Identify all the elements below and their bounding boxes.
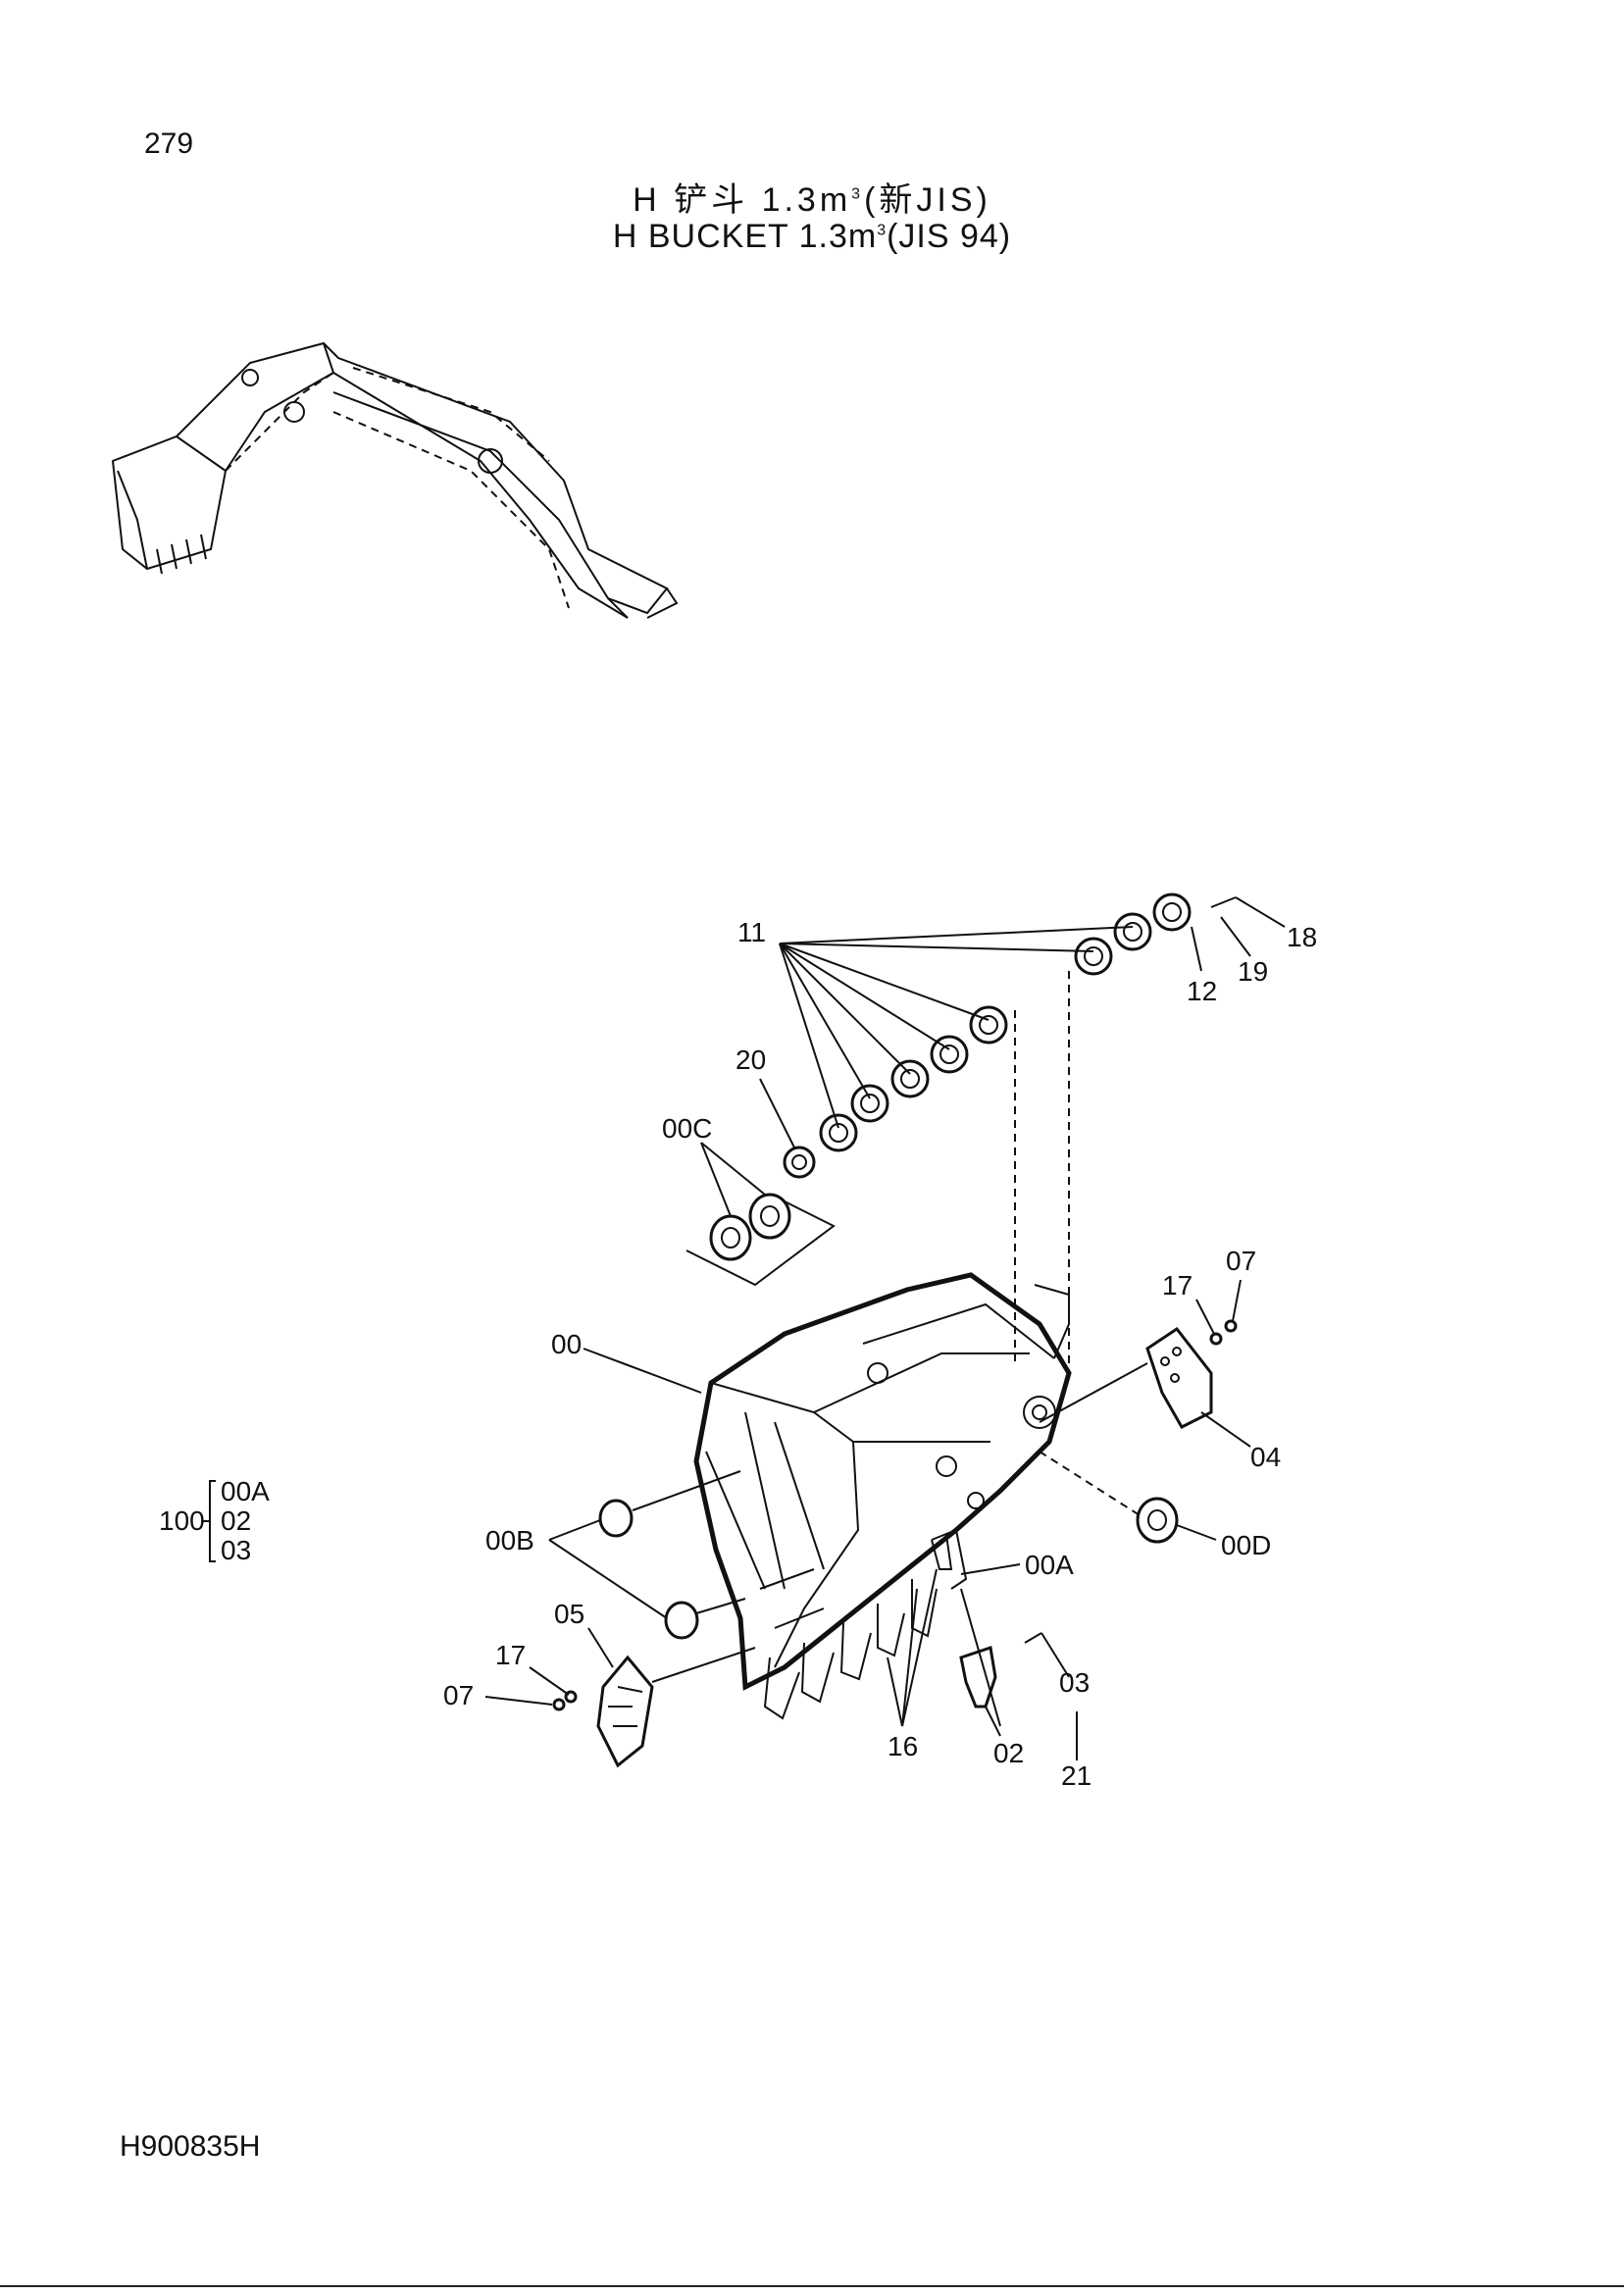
title-cn-tail: (新JIS) bbox=[864, 181, 991, 219]
dash-guides bbox=[1014, 971, 1148, 1521]
document-code: H900835H bbox=[120, 2130, 261, 2163]
bolt-17-07-left bbox=[484, 1666, 578, 1711]
bucket-body-00 bbox=[693, 1272, 1072, 1691]
spacer-20 bbox=[759, 1078, 816, 1179]
callout-17-left: 17 bbox=[495, 1640, 526, 1670]
pin-18-19 bbox=[1191, 896, 1286, 972]
bolt-17-07-right bbox=[1195, 1279, 1242, 1346]
callout-12: 12 bbox=[1187, 976, 1217, 1006]
title-en-superscript: 3 bbox=[877, 222, 888, 239]
callout-00: 00 bbox=[551, 1329, 582, 1359]
title-en-tail: (JIS 94) bbox=[887, 218, 1012, 255]
side-cutter-05 bbox=[587, 1627, 756, 1768]
callout-07-left: 07 bbox=[443, 1680, 474, 1710]
leader-lines-11 bbox=[779, 926, 1134, 1129]
page-number: 279 bbox=[144, 128, 194, 160]
bushing-00C bbox=[685, 1142, 836, 1287]
bushing-00D bbox=[1136, 1497, 1217, 1544]
title-cn-superscript: 3 bbox=[851, 185, 865, 203]
callout-05: 05 bbox=[554, 1599, 584, 1629]
callout-00A: 00A bbox=[1025, 1550, 1074, 1580]
tooth-02-pin-03 bbox=[959, 1588, 1078, 1760]
assembly-number: 100 bbox=[159, 1505, 205, 1536]
assembly-item: 03 bbox=[221, 1535, 251, 1565]
callout-16: 16 bbox=[888, 1731, 918, 1761]
bottom-rule bbox=[0, 2285, 1624, 2287]
callout-18: 18 bbox=[1287, 922, 1317, 952]
callout-20: 20 bbox=[736, 1045, 766, 1075]
leader-16 bbox=[887, 1568, 938, 1727]
title-english: H BUCKET 1.3m3(JIS 94) bbox=[0, 218, 1624, 256]
assembly-item: 02 bbox=[221, 1505, 251, 1536]
side-cutter-04 bbox=[1145, 1326, 1251, 1448]
bushing-00B bbox=[548, 1470, 746, 1640]
callout-17-right: 17 bbox=[1162, 1270, 1193, 1300]
leader-00 bbox=[583, 1348, 702, 1394]
callout-00D: 00D bbox=[1221, 1530, 1271, 1560]
callout-03: 03 bbox=[1059, 1667, 1090, 1698]
assembly-item: 00A bbox=[221, 1476, 270, 1506]
title-en-main: H BUCKET 1.3m bbox=[612, 218, 878, 255]
callout-11: 11 bbox=[737, 917, 766, 947]
callout-07-right: 07 bbox=[1226, 1246, 1256, 1276]
title-chinese: H 铲斗 1.3m3(新JIS) bbox=[0, 173, 1624, 221]
callout-19: 19 bbox=[1238, 956, 1268, 987]
callout-02: 02 bbox=[993, 1738, 1024, 1768]
title-cn-main: H 铲斗 1.3m bbox=[633, 181, 852, 219]
assembly-bracket: 100 00A 02 03 bbox=[159, 1476, 270, 1565]
callout-04: 04 bbox=[1250, 1442, 1281, 1472]
callout-00B: 00B bbox=[485, 1525, 534, 1556]
adapter-00A bbox=[931, 1528, 1021, 1590]
key-plan-attachment-illustration bbox=[111, 341, 679, 619]
callout-00C: 00C bbox=[662, 1113, 712, 1144]
callout-21: 21 bbox=[1061, 1760, 1091, 1791]
bucket-teeth bbox=[763, 1534, 953, 1720]
